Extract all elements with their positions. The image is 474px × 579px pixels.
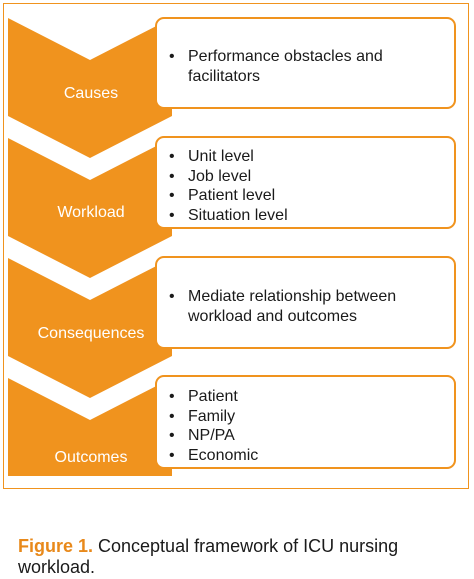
stage-box-consequences: Mediate relationship between workload an… [155, 256, 456, 349]
figure-caption: Figure 1. Conceptual framework of ICU nu… [18, 536, 464, 578]
list-item: Situation level [167, 206, 444, 226]
list-item: Job level [167, 167, 444, 187]
list-item: NP/PA [167, 426, 444, 446]
stage-box-workload: Unit level Job level Patient level Situa… [155, 136, 456, 229]
list-item: Performance obstacles and facilitators [167, 47, 444, 86]
stage-label-outcomes: Outcomes [54, 449, 128, 466]
stage-box-outcomes: Patient Family NP/PA Economic [155, 375, 456, 469]
chevron-workload [8, 138, 172, 278]
list-item: Economic [167, 446, 444, 466]
stage-label-workload: Workload [57, 204, 125, 221]
stage-label-causes: Causes [63, 85, 119, 102]
list-item: Patient level [167, 186, 444, 206]
outcomes-list: Patient Family NP/PA Economic [167, 387, 444, 465]
stage-label-consequences: Consequences [37, 325, 145, 342]
stage-box-causes: Performance obstacles and facilitators [155, 17, 456, 109]
chevron-causes [8, 18, 172, 158]
list-item: Family [167, 407, 444, 427]
chevron-outcomes [8, 378, 172, 476]
figure-label: Figure 1. [18, 536, 94, 556]
consequences-list: Mediate relationship between workload an… [167, 287, 444, 326]
causes-list: Performance obstacles and facilitators [167, 47, 444, 86]
caption-text: Conceptual framework of ICU nursing work… [18, 536, 399, 577]
list-item: Unit level [167, 147, 444, 167]
list-item: Patient [167, 387, 444, 407]
chevron-consequences [8, 258, 172, 398]
workload-list: Unit level Job level Patient level Situa… [167, 147, 444, 225]
list-item: Mediate relationship between workload an… [167, 287, 444, 326]
